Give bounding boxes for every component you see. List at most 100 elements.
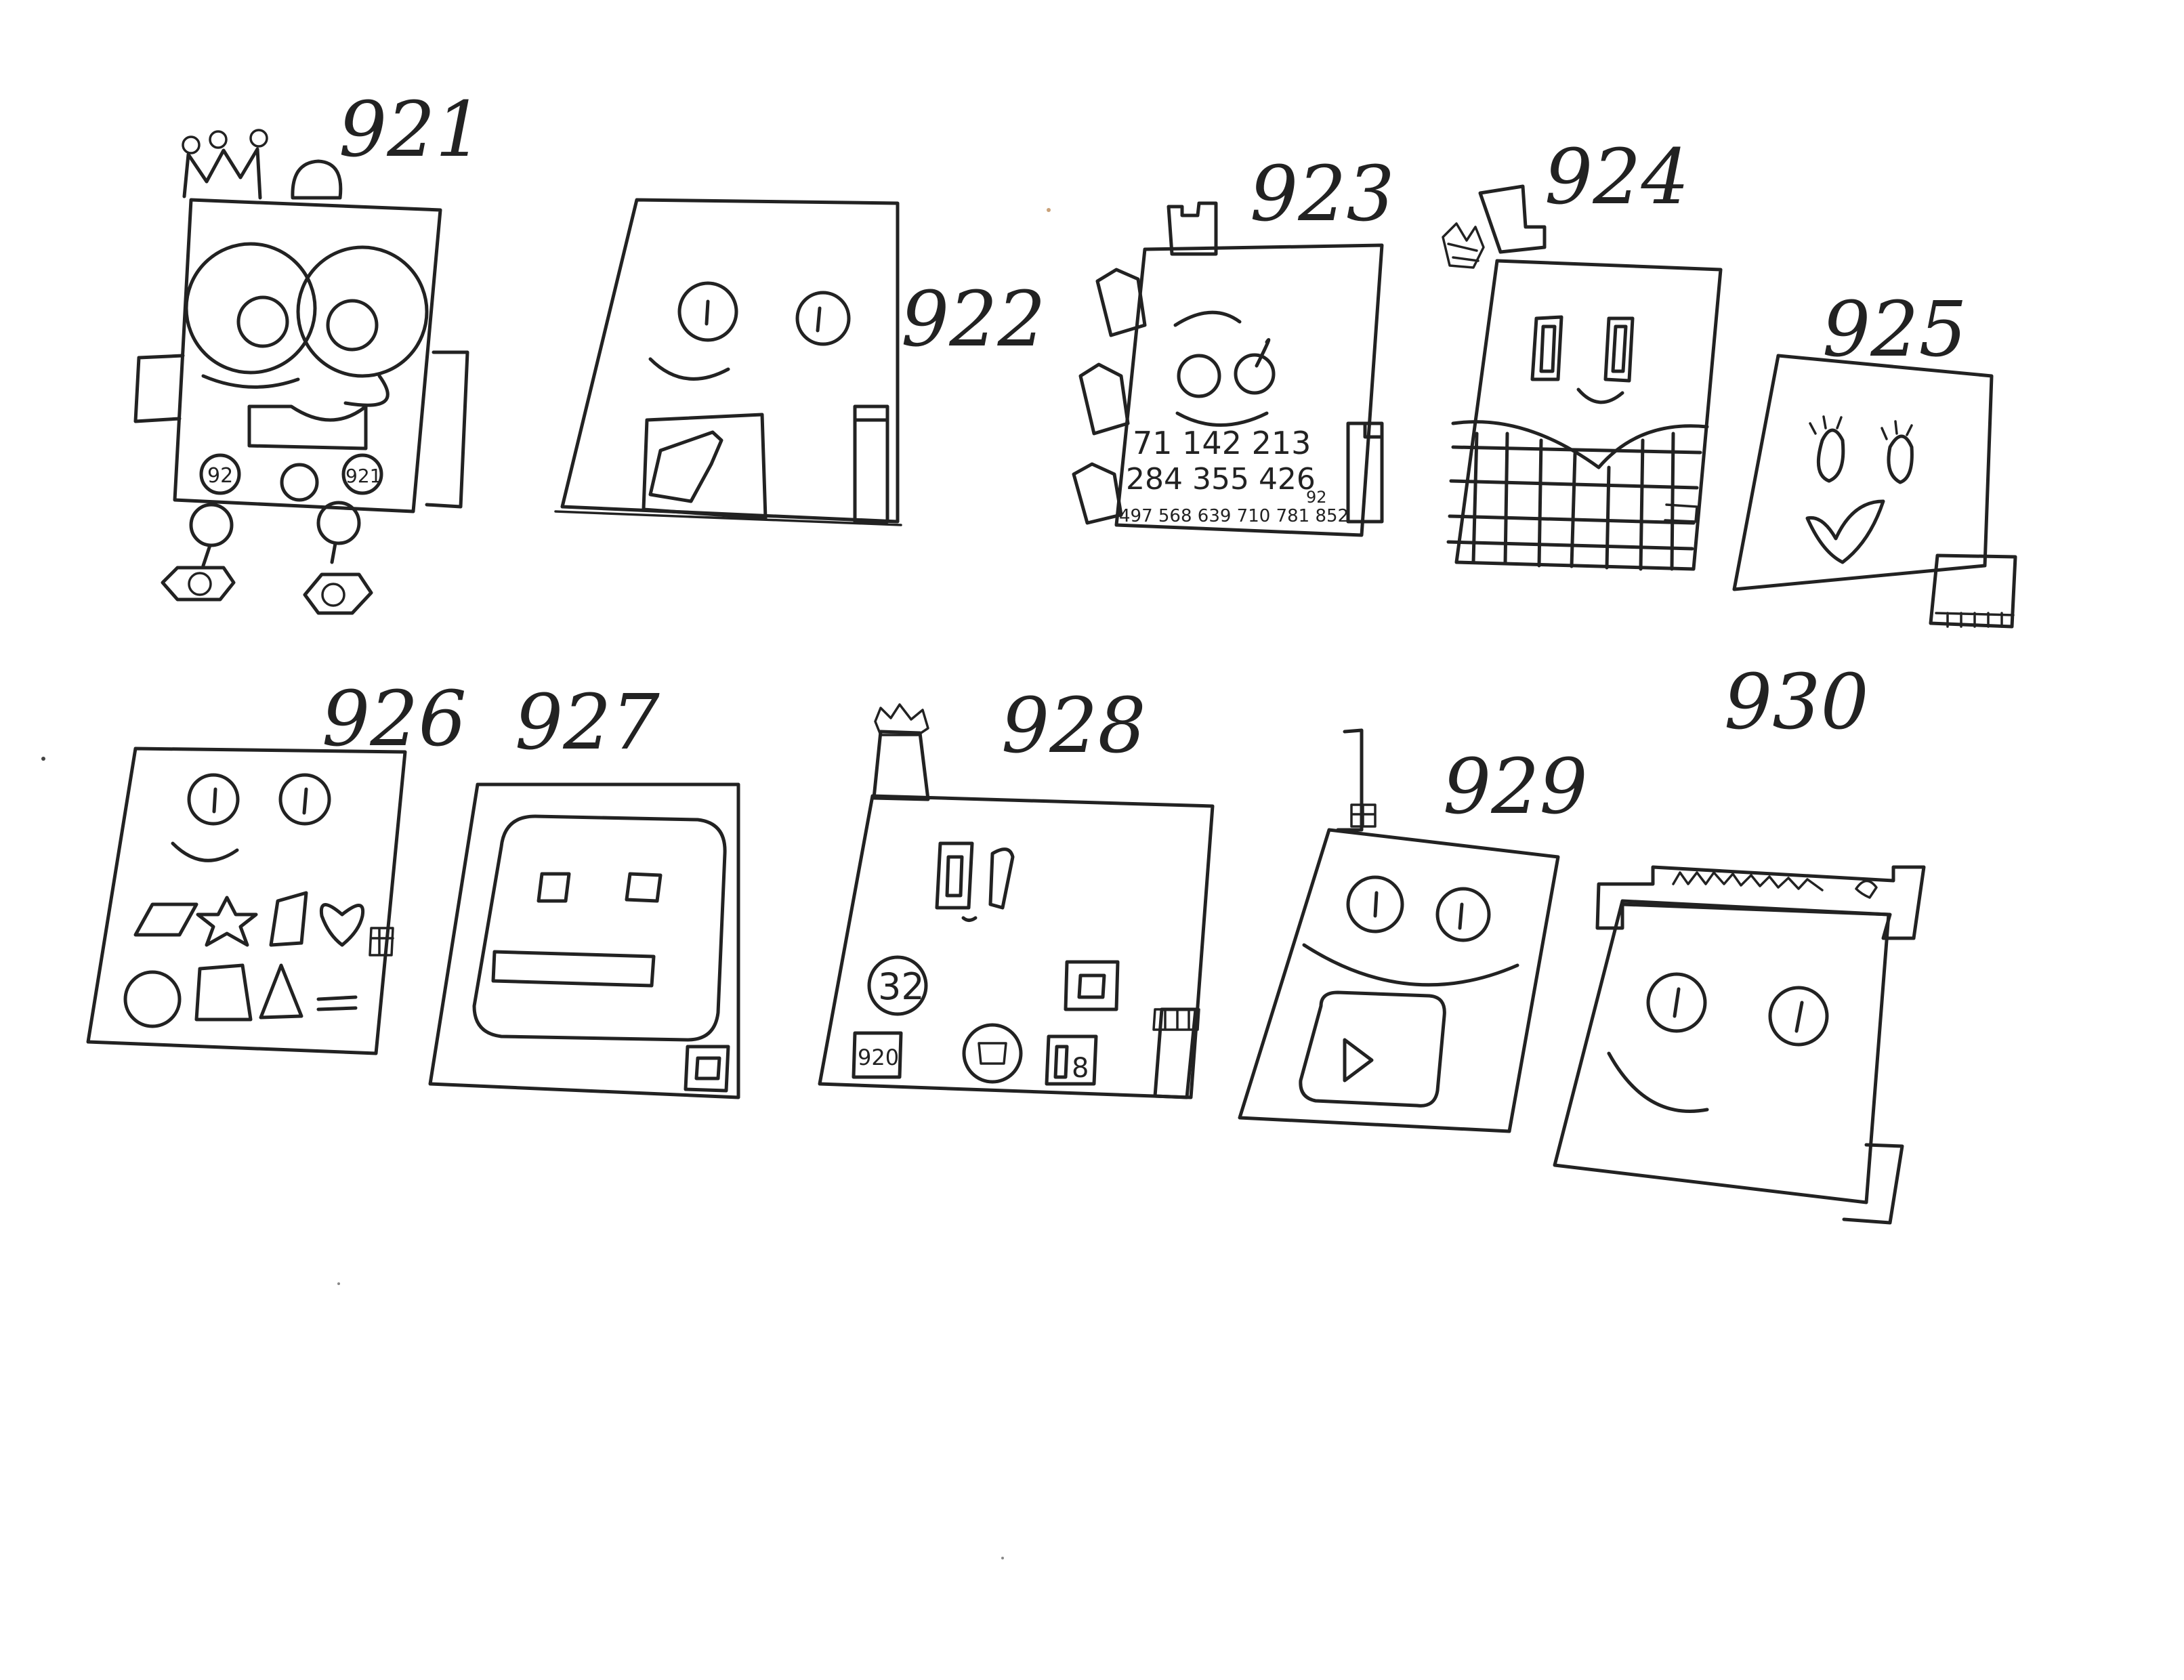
ink-specks	[41, 208, 1051, 1559]
character-928-badge: 920	[858, 1045, 899, 1070]
character-922-body	[560, 198, 900, 524]
parallelogram-shape	[133, 902, 198, 937]
antenna-block	[1336, 728, 1364, 832]
eyelash	[1809, 415, 1843, 435]
eye-icon	[278, 773, 331, 826]
character-922: 922	[554, 198, 1046, 526]
ink-speck	[1001, 1557, 1004, 1559]
eye-icon	[1177, 354, 1221, 398]
smile-icon	[1576, 387, 1624, 404]
character-928-badge: 8	[1072, 1053, 1089, 1084]
eye-icon	[1603, 316, 1635, 383]
spike-block	[1095, 268, 1147, 337]
side-block	[1346, 421, 1384, 524]
smile-icon	[1302, 943, 1519, 987]
character-928-number: 928	[1001, 682, 1146, 770]
eye-ring-icon	[296, 245, 429, 378]
ink-speck	[337, 1282, 340, 1285]
spike-block	[1078, 362, 1130, 436]
character-924-body	[1454, 259, 1723, 571]
character-923-corner-text: 92	[1306, 488, 1327, 507]
character-929: 929	[1238, 728, 1588, 1133]
crown-icon	[182, 147, 262, 200]
side-block	[853, 404, 889, 524]
eye-icon	[1887, 434, 1914, 484]
box-icon	[852, 1031, 903, 1079]
zigzag-teeth	[1672, 871, 1824, 891]
crown-jewel-icon	[209, 130, 228, 149]
crown-jewel-icon	[182, 135, 201, 154]
foot-icon	[161, 566, 236, 602]
foot-eye-icon	[188, 572, 212, 596]
play-screen	[1299, 990, 1446, 1108]
character-928: 928 32 920 8	[818, 682, 1215, 1099]
character-925: 925	[1732, 286, 2017, 629]
left-arm	[133, 354, 185, 423]
character-927: 927	[428, 679, 740, 1099]
triangle-shape	[259, 963, 303, 1020]
number-row: 71 142 213	[1133, 425, 1311, 461]
badge-icon	[199, 453, 241, 495]
foot-eye-icon	[321, 583, 345, 607]
character-928-badge: 32	[878, 965, 925, 1008]
eye-icon	[1234, 353, 1276, 395]
right-arm	[425, 350, 469, 509]
pupil	[705, 299, 822, 333]
character-928-body	[818, 794, 1215, 1099]
ink-speck	[41, 757, 45, 761]
smile-icon	[1607, 1051, 1709, 1113]
chimney-smoke	[874, 703, 929, 736]
side-block-grid	[369, 927, 394, 957]
character-926-body	[86, 747, 407, 1055]
eye-icon	[1768, 986, 1829, 1047]
smile-icon	[171, 841, 239, 862]
two-base	[343, 374, 390, 407]
eye-ring-icon	[184, 242, 317, 375]
side-block	[1664, 503, 1698, 523]
side-block-grid	[1152, 1008, 1200, 1031]
smile-icon	[648, 357, 730, 381]
pupil	[1673, 987, 1804, 1033]
number-row: 284 355 426	[1126, 462, 1316, 497]
square-shape	[194, 963, 253, 1022]
rail-bump	[1855, 879, 1878, 899]
eye-icon	[1816, 428, 1845, 483]
nine-tail	[201, 374, 300, 389]
head-block	[1478, 184, 1547, 254]
spike-block	[1072, 462, 1123, 525]
character-924: 924	[1442, 133, 1723, 571]
character-922-number: 922	[901, 276, 1046, 364]
character-921-badge: 921	[345, 465, 381, 487]
eye-icon	[677, 281, 738, 342]
character-930-body	[1553, 899, 1891, 1204]
badge-icon	[280, 463, 319, 502]
character-925-body	[1732, 354, 1994, 591]
character-923-number: 923	[1250, 150, 1395, 238]
character-921-badge: 92	[207, 464, 233, 488]
character-930: 930	[1553, 658, 1926, 1225]
rectangle-shape	[269, 891, 308, 947]
eye-icon	[1435, 887, 1491, 942]
line-shape	[316, 995, 358, 1011]
character-921: 921 92 92 921	[133, 86, 484, 615]
head-rail	[1595, 865, 1926, 940]
heart-mouth-icon	[1805, 499, 1885, 564]
badge-icon	[867, 955, 928, 1016]
character-927-body	[428, 782, 740, 1099]
eyelash	[1881, 420, 1913, 440]
eye-icon	[1530, 315, 1563, 381]
side-block	[1929, 553, 2017, 629]
character-929-body	[1238, 828, 1560, 1133]
character-926: 926	[86, 675, 467, 1055]
eye-icon	[187, 773, 240, 826]
side-block	[684, 1045, 730, 1093]
character-930-number: 930	[1724, 658, 1869, 747]
box-icon	[1064, 960, 1120, 1011]
nine-gem-icon	[648, 430, 723, 503]
face-badge-icon	[962, 1023, 1023, 1084]
eye-icon	[1646, 972, 1707, 1033]
circle-shape	[123, 970, 182, 1028]
eye-highlight	[1255, 338, 1271, 368]
